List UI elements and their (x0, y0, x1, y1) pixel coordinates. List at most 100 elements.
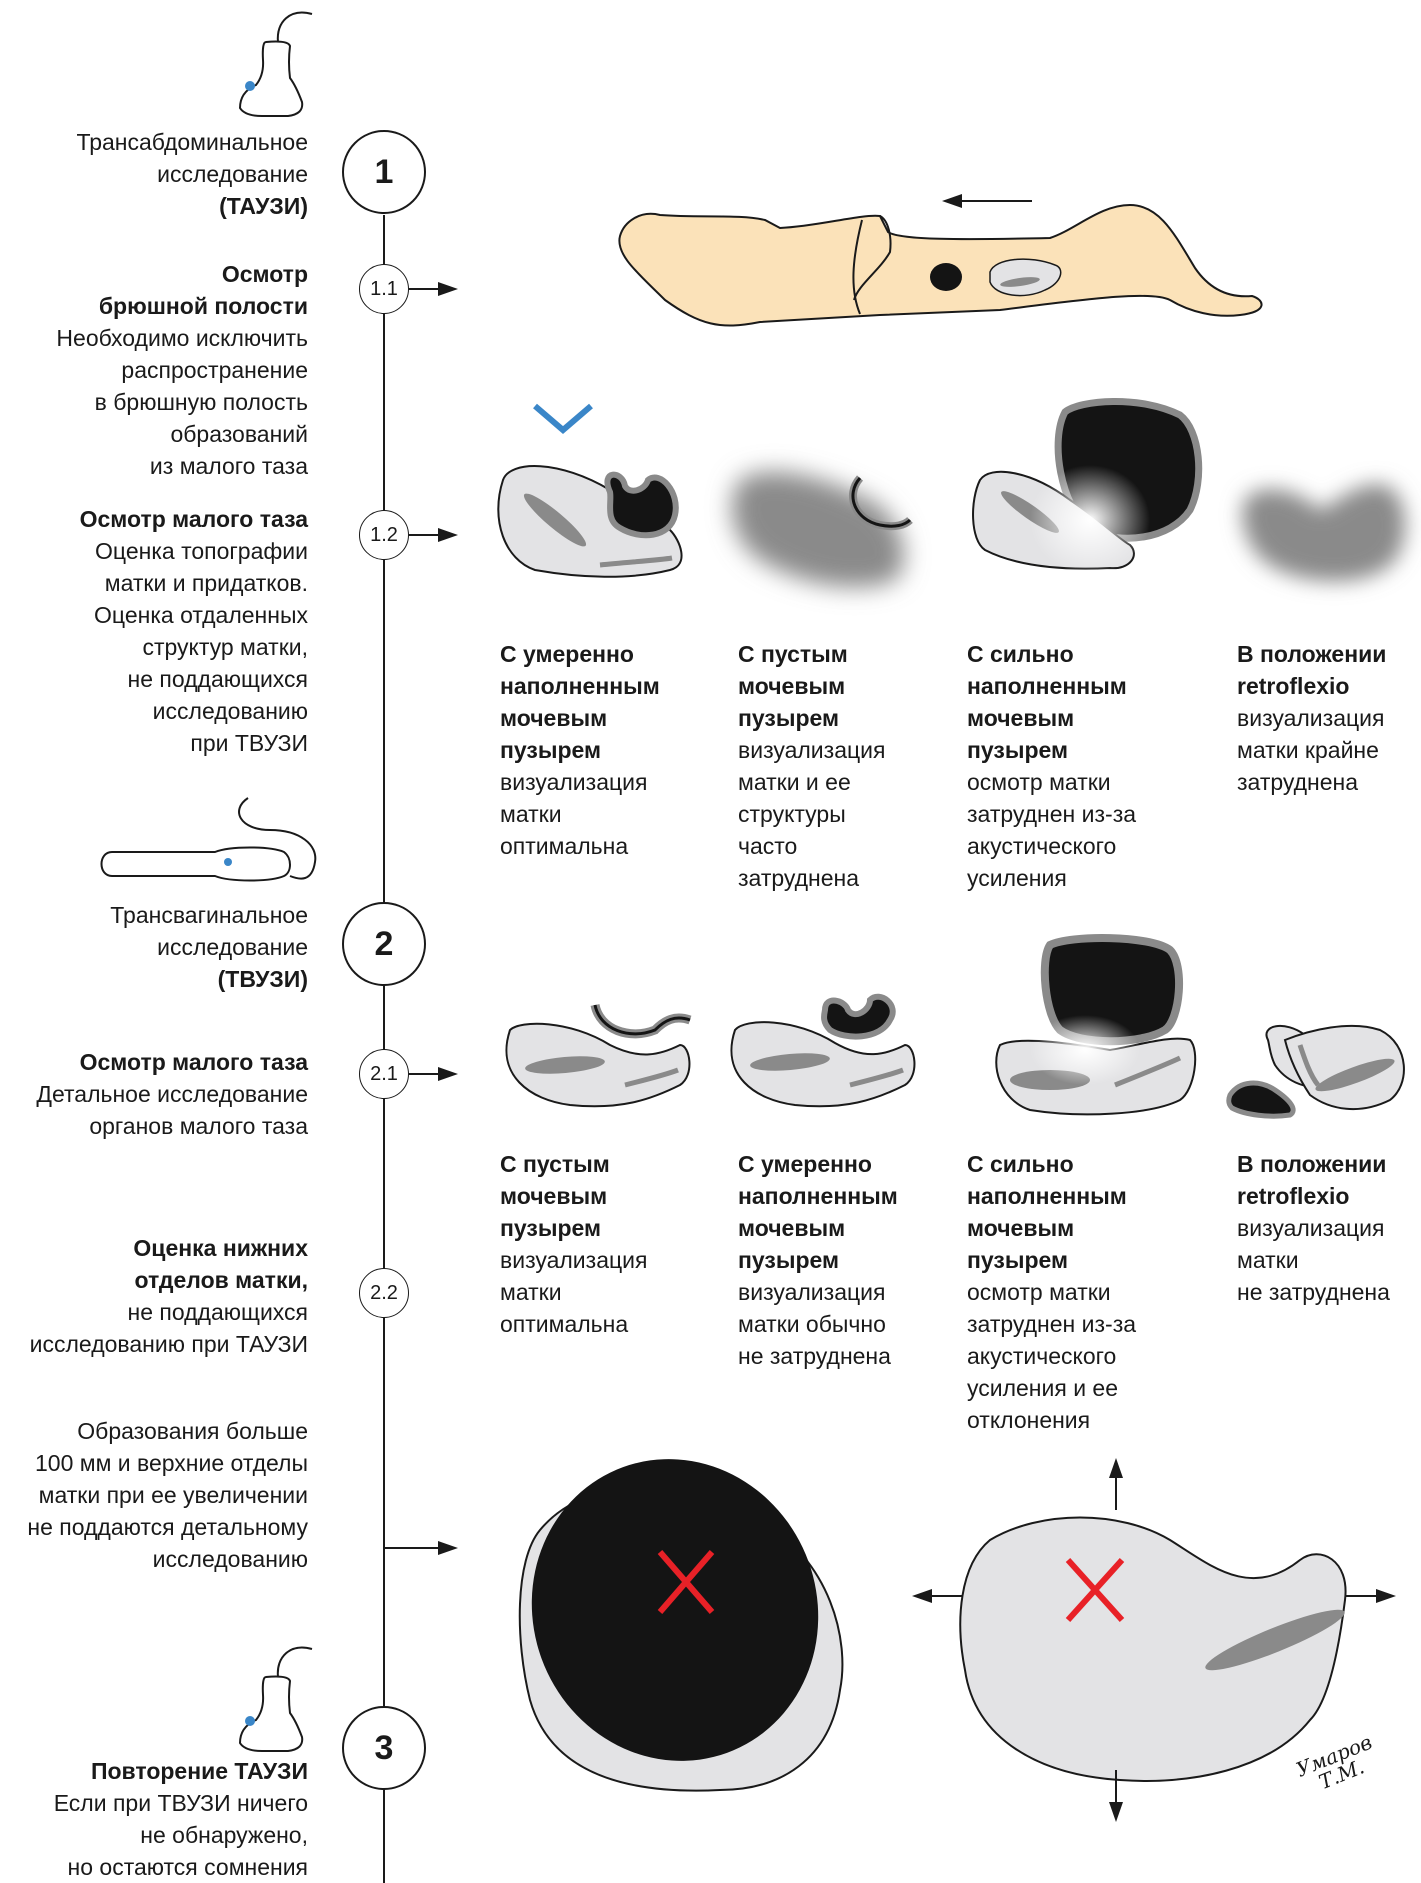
text-line-bold: Осмотр малого таза (80, 1049, 308, 1075)
tas-moderate-bladder (498, 466, 681, 577)
recommended-mark (535, 406, 591, 430)
row1-caption-1: С умеренно наполненным мочевым пузырем в… (500, 638, 705, 862)
caption-text: визуализация (738, 734, 943, 766)
substep-2-2: 2.2 (359, 1268, 409, 1318)
text-line: не обнаружено, (54, 1819, 308, 1851)
caption-bold: мочевым (738, 670, 943, 702)
step-3-number: 3 (375, 1729, 394, 1768)
caption-bold: мочевым (500, 1180, 705, 1212)
caption-text: осмотр матки (967, 1276, 1172, 1308)
step-2-1-description: Осмотр малого таза Детальное исследовани… (36, 1046, 308, 1142)
arrow-large (385, 1541, 458, 1555)
substep-2-2-label: 2.2 (370, 1282, 398, 1305)
caption-text: не затруднена (738, 1340, 943, 1372)
text-line: исследование (110, 931, 308, 963)
text-line: исследование (76, 158, 308, 190)
caption-text: усиления (967, 862, 1172, 894)
caption-bold: пузырем (738, 702, 943, 734)
caption-text: визуализация (738, 1276, 943, 1308)
text-line: Необходимо исключить (56, 322, 308, 354)
substep-1-2: 1.2 (359, 510, 409, 560)
caption-bold: С умеренно (500, 638, 705, 670)
text-line-bold: Осмотр малого таза (80, 506, 308, 532)
text-line: Оценка топографии (80, 535, 308, 567)
caption-text: затруднена (1237, 766, 1417, 798)
substep-1-1: 1.1 (359, 264, 409, 314)
caption-bold: мочевым пузырем (967, 1212, 1172, 1276)
tvs-empty-bladder (506, 1005, 690, 1106)
text-line: Детальное исследование (36, 1078, 308, 1110)
text-line: из малого таза (56, 450, 308, 482)
text-line-bold: Осмотр (222, 261, 308, 287)
caption-text: акустического (967, 1340, 1172, 1372)
caption-bold: С сильно (967, 638, 1172, 670)
text-line: при ТВУЗИ (80, 727, 308, 759)
caption-bold: наполненным (500, 670, 705, 702)
text-line: распространение (56, 354, 308, 386)
text-line-bold: Оценка нижних (133, 1235, 308, 1261)
step-1-2-description: Осмотр малого таза Оценка топографии мат… (80, 503, 308, 759)
text-line: матки и придатков. (80, 567, 308, 599)
step-3-circle: 3 (342, 1706, 426, 1790)
step-2-number: 2 (375, 925, 394, 964)
text-line: матки при ее увеличении (27, 1479, 308, 1511)
caption-bold: С пустым (738, 638, 943, 670)
caption-text: матки (1237, 1244, 1417, 1276)
abdominal-probe-icon-2 (240, 1648, 312, 1751)
caption-text: акустического (967, 830, 1172, 862)
substep-1-2-label: 1.2 (370, 524, 398, 547)
row1-caption-4: В положении retroflexio визуализация мат… (1237, 638, 1417, 798)
step-2-2-description: Оценка нижних отделов матки, не поддающи… (30, 1232, 308, 1360)
text-line: исследованию при ТАУЗИ (30, 1328, 308, 1360)
caption-text: визуализация (1237, 702, 1417, 734)
caption-bold: мочевым (500, 702, 705, 734)
caption-text: осмотр матки (967, 766, 1172, 798)
caption-bold: С пустым (500, 1148, 705, 1180)
caption-bold: В положении (1237, 638, 1417, 670)
caption-bold: наполненным (738, 1180, 943, 1212)
caption-bold: наполненным (967, 670, 1172, 702)
text-line: не поддающихся (80, 663, 308, 695)
caption-text: не затруднена (1237, 1276, 1417, 1308)
tas-full-bladder (973, 401, 1199, 575)
arrow-2-1 (409, 1067, 458, 1081)
text-line-bold: брюшной полости (99, 293, 308, 319)
arrow-1-1 (409, 282, 458, 296)
caption-bold: мочевым (738, 1212, 943, 1244)
patient-body (619, 205, 1261, 326)
text-line: исследованию (27, 1543, 308, 1575)
row1-caption-2: С пустым мочевым пузырем визуализация ма… (738, 638, 943, 894)
caption-text: затруднена (738, 862, 943, 894)
caption-text: матки обычно (738, 1308, 943, 1340)
text-line: исследованию (80, 695, 308, 727)
large-lesion-description: Образования больше 100 мм и верхние отде… (27, 1415, 308, 1575)
arrow-1-2 (409, 528, 458, 542)
text-line: Если при ТВУЗИ ничего (54, 1787, 308, 1819)
row2-caption-1: С пустым мочевым пузырем визуализация ма… (500, 1148, 705, 1340)
text-line: но остаются сомнения (54, 1851, 308, 1883)
text-line: образований (56, 418, 308, 450)
caption-bold: retroflexio (1237, 1180, 1417, 1212)
substep-2-1-label: 2.1 (370, 1063, 398, 1086)
caption-bold: пузырем (500, 1212, 705, 1244)
caption-text: оптимальна (500, 830, 705, 862)
caption-text: усиления и ее (967, 1372, 1172, 1404)
caption-text: структуры (738, 798, 943, 830)
caption-bold: мочевым пузырем (967, 702, 1172, 766)
text-line: не поддаются детальному (27, 1511, 308, 1543)
step-1-number: 1 (375, 153, 394, 192)
caption-bold: наполненным (967, 1180, 1172, 1212)
abdominal-probe-icon (240, 13, 312, 116)
step-1-1-description: Осмотр брюшной полости Необходимо исключ… (56, 258, 308, 482)
row1-caption-3: С сильно наполненным мочевым пузырем осм… (967, 638, 1172, 894)
text-line: 100 мм и верхние отделы (27, 1447, 308, 1479)
text-line: структур матки, (80, 631, 308, 663)
caption-bold: retroflexio (1237, 670, 1417, 702)
text-line: Трансабдоминальное (76, 126, 308, 158)
step-1-circle: 1 (342, 130, 426, 214)
row2-caption-3: С сильно наполненным мочевым пузырем осм… (967, 1148, 1172, 1436)
direction-arrow (942, 194, 1032, 208)
caption-text: затруднен из-за (967, 798, 1172, 830)
substep-1-1-label: 1.1 (370, 278, 398, 301)
text-line-bold: (ТАУЗИ) (219, 193, 308, 219)
